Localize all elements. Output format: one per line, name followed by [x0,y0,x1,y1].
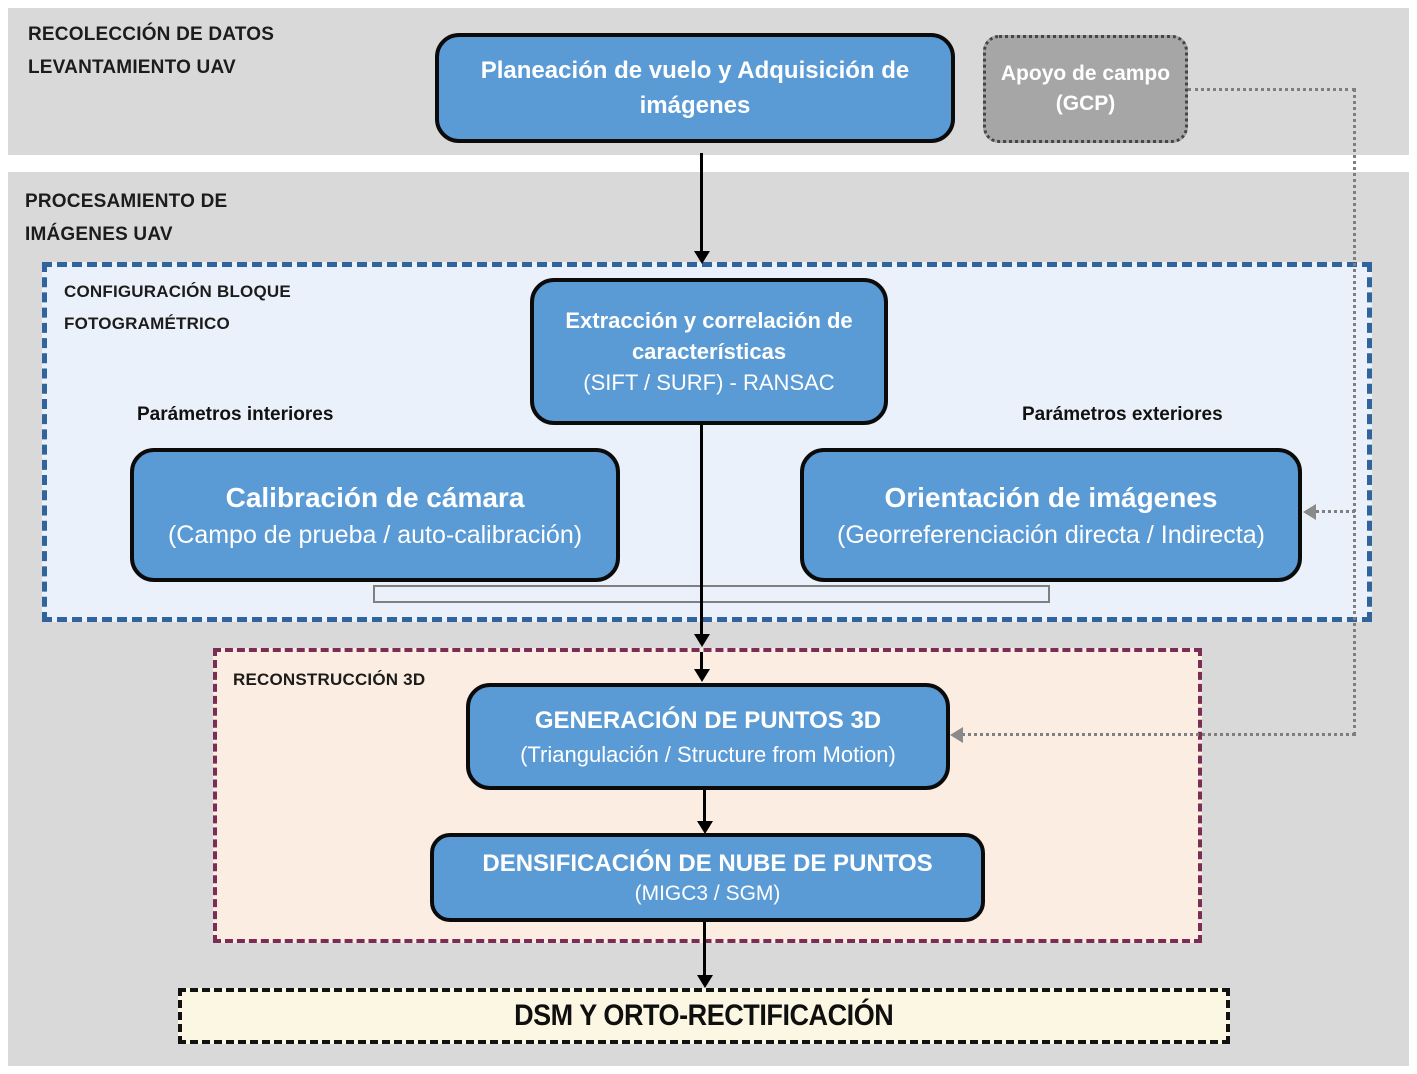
gcp-connector-horizontal-top [1188,88,1355,91]
arrow-densificacion-to-dsm [703,922,706,975]
arrow-generacion-to-densificacion [703,790,706,821]
node-dsm-orthorectification: DSM Y ORTO-RECTIFICACIÓN [178,988,1230,1044]
node-point-cloud-densification: DENSIFICACIÓN DE NUBE DE PUNTOS (MIGC3 /… [430,833,985,922]
node-subtitle: (Campo de prueba / auto-calibración) [167,521,583,549]
label-exterior-parameters: Parámetros exteriores [1022,404,1223,425]
section-label-line: RECOLECCIÓN DE DATOS [28,24,275,45]
arrowhead [694,251,710,264]
node-image-orientation: Orientación de imágenes (Georreferenciac… [800,448,1302,582]
node-title: Calibración de cámara [225,482,525,513]
label-interior-parameters: Parámetros interiores [137,404,334,425]
merge-bracket-connector [373,585,1050,603]
arrowhead [697,975,713,988]
node-feature-extraction: Extracción y correlación de característi… [530,278,888,425]
node-title: DENSIFICACIÓN DE NUBE DE PUNTOS [482,850,933,877]
node-field-support-gcp: Apoyo de campo (GCP) [983,35,1188,143]
section-label-line: IMÁGENES UAV [25,224,173,245]
node-title: Apoyo de campo [1000,62,1171,85]
node-subtitle: (Triangulación / Structure from Motion) [520,742,896,767]
arrow-into-generacion [700,652,703,669]
section-label-line: LEVANTAMIENTO UAV [28,57,236,78]
panel-label-line: CONFIGURACIÓN BLOQUE [64,282,291,301]
node-camera-calibration: Calibración de cámara (Campo de prueba /… [130,448,620,582]
section-data-collection-label: RECOLECCIÓN DE DATOS LEVANTAMIENTO UAV [28,18,274,84]
node-title-line: imágenes [639,92,751,119]
node-title-line: Extracción y correlación de [565,308,853,333]
panel-3d-reconstruction-label: RECONSTRUCCIÓN 3D [233,670,426,689]
node-title: DSM Y ORTO-RECTIFICACIÓN [514,999,894,1032]
node-title-line: características [631,339,787,364]
panel-photogrammetric-label: CONFIGURACIÓN BLOQUE FOTOGRAMÉTRICO [64,276,291,340]
panel-label-line: FOTOGRAMÉTRICO [64,314,230,333]
node-subtitle: (SIFT / SURF) - RANSAC [583,370,835,395]
section-image-processing-label: PROCESAMIENTO DE IMÁGENES UAV [25,185,227,251]
node-subtitle: (Georreferenciación directa / Indirecta) [837,521,1265,549]
arrowhead [697,821,713,834]
gcp-connector-vertical [1353,88,1356,736]
arrow-extraccion-to-reconstruction [700,425,703,635]
dotted-arrowhead [1303,504,1316,520]
arrow-planeacion-to-extraccion [700,153,703,252]
dotted-arrowhead [950,727,963,743]
node-subtitle: (MIGC3 / SGM) [634,882,781,905]
node-title: Orientación de imágenes [884,482,1218,513]
arrowhead [694,634,710,647]
node-title-line: Planeación de vuelo y Adquisición de [480,57,910,84]
node-title: GENERACIÓN DE PUNTOS 3D [534,707,882,734]
gcp-connector-branch-generacion [962,733,1355,736]
section-label-line: PROCESAMIENTO DE [25,191,228,212]
node-flight-planning: Planeación de vuelo y Adquisición de imá… [435,33,955,143]
node-subtitle: (GCP) [1055,92,1116,115]
gcp-connector-branch-orientacion [1316,510,1355,513]
node-3d-point-generation: GENERACIÓN DE PUNTOS 3D (Triangulación /… [466,683,950,790]
arrowhead [694,669,710,682]
